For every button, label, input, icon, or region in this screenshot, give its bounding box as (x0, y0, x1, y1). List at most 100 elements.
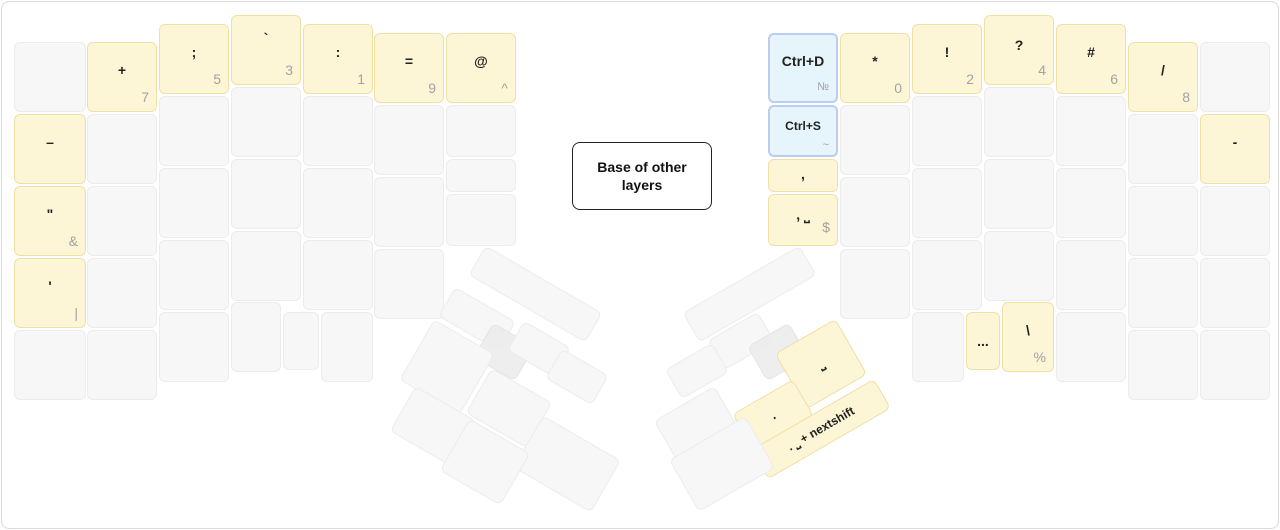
key-blank (374, 249, 444, 319)
key-blank (231, 302, 281, 372)
key-sublabel: % (1033, 349, 1046, 365)
key-blank (1128, 330, 1198, 400)
key-blank (14, 42, 86, 112)
key-sublabel: 5 (213, 71, 221, 87)
key-blank (87, 114, 157, 184)
key-label: " (46, 206, 54, 223)
key-blank (1200, 186, 1270, 256)
key-blank (374, 177, 444, 247)
key-comma-space: , ⎵ $ (768, 194, 838, 246)
key-ctrl-s: Ctrl+S ~ (768, 105, 838, 157)
key-label: ` (263, 29, 269, 46)
key-blank (840, 105, 910, 175)
key-blank (374, 105, 444, 175)
key-blank (231, 231, 301, 301)
key-sublabel: & (68, 233, 78, 249)
key-blank (159, 96, 229, 166)
key-apostrophe: ' | (14, 258, 86, 328)
key-sublabel: $ (822, 219, 830, 235)
key-exclamation: ! 2 (912, 24, 982, 94)
key-label: * (872, 53, 878, 70)
layer-note: Base of other layers (572, 142, 712, 210)
key-blank (446, 105, 516, 157)
key-blank (1128, 186, 1198, 256)
key-blank (1128, 114, 1198, 184)
key-label: + (117, 62, 127, 79)
key-blank (303, 96, 373, 166)
key-blank (159, 240, 229, 310)
key-blank (984, 159, 1054, 229)
key-label: : (335, 44, 341, 61)
key-blank (912, 312, 964, 382)
key-blank (231, 159, 301, 229)
key-label: ⎵ (814, 355, 827, 372)
key-backslash: \ % (1002, 302, 1054, 372)
key-blank (912, 168, 982, 238)
key-blank (1200, 258, 1270, 328)
key-label: – (46, 134, 54, 151)
key-label: @ (474, 53, 488, 70)
key-blank (14, 330, 86, 400)
key-blank (984, 87, 1054, 157)
key-at: @ ^ (446, 33, 516, 103)
key-blank (87, 330, 157, 400)
key-label: ; (191, 44, 197, 61)
key-blank (87, 186, 157, 256)
key-label: # (1087, 44, 1095, 61)
key-sublabel: 2 (966, 71, 974, 87)
key-blank (1128, 258, 1198, 328)
key-blank (1056, 168, 1126, 238)
key-label: ' (48, 278, 52, 295)
key-blank (446, 194, 516, 246)
key-sublabel: | (74, 305, 78, 321)
key-dash: – (14, 114, 86, 184)
key-blank (840, 249, 910, 319)
key-blank (446, 159, 516, 192)
key-sublabel: ^ (501, 80, 508, 96)
key-sublabel: ~ (822, 139, 829, 151)
key-question: ? 4 (984, 15, 1054, 85)
key-ellipsis: ... (966, 312, 1000, 370)
key-blank (1200, 330, 1270, 400)
key-label: , (801, 165, 805, 182)
key-minus: - (1200, 114, 1270, 184)
key-label: = (404, 53, 414, 70)
key-slash: / 8 (1128, 42, 1198, 112)
key-label: / (1161, 62, 1165, 79)
key-sublabel: 3 (285, 62, 293, 78)
key-label: ! (944, 44, 950, 61)
key-blank (87, 258, 157, 328)
key-blank (1056, 240, 1126, 310)
key-label: Ctrl+D (781, 53, 825, 70)
key-blank (303, 168, 373, 238)
key-label: \ (1026, 322, 1030, 339)
key-sublabel: 6 (1110, 71, 1118, 87)
key-comma: , (768, 159, 838, 192)
key-blank (984, 231, 1054, 301)
key-blank (912, 96, 982, 166)
key-double-quote: " & (14, 186, 86, 256)
key-equals: = 9 (374, 33, 444, 103)
key-plus: + 7 (87, 42, 157, 112)
key-label: - (1232, 134, 1238, 151)
key-backtick: ` 3 (231, 15, 301, 85)
key-label: ? (1014, 36, 1024, 53)
key-sublabel: 4 (1038, 62, 1046, 78)
key-semicolon: ; 5 (159, 24, 229, 94)
key-sublabel: 8 (1182, 89, 1190, 105)
key-label: , ⎵ (796, 206, 810, 223)
key-blank (1056, 312, 1126, 382)
key-blank (1056, 96, 1126, 166)
key-blank (283, 312, 319, 370)
key-sublabel: № (817, 81, 829, 93)
key-label: Ctrl+S (785, 119, 821, 134)
key-label: ... (977, 333, 989, 349)
key-hash: # 6 (1056, 24, 1126, 94)
key-blank (840, 177, 910, 247)
key-blank (159, 168, 229, 238)
key-blank (321, 312, 373, 382)
key-colon: : 1 (303, 24, 373, 94)
key-sublabel: 0 (894, 80, 902, 96)
key-blank (159, 312, 229, 382)
key-blank (231, 87, 301, 157)
